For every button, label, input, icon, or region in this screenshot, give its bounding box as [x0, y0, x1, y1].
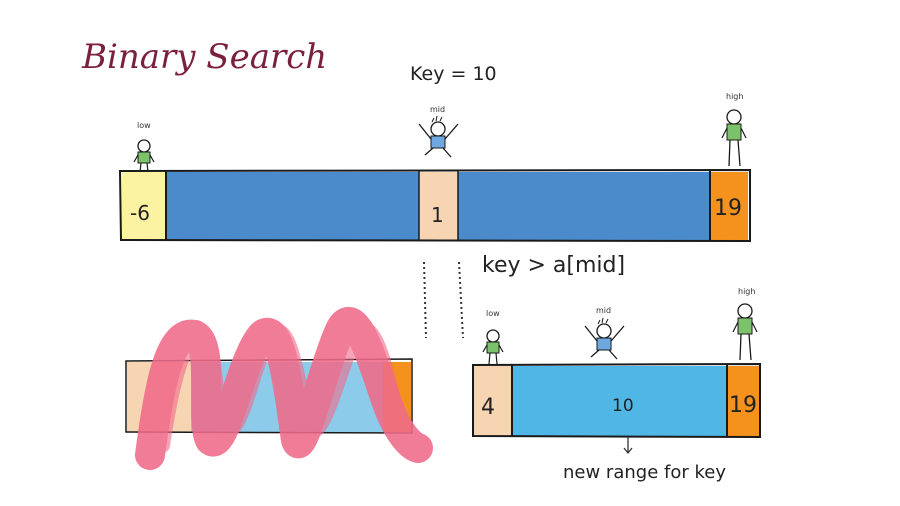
top-low-label: low: [137, 121, 151, 130]
diagram-title: Binary Search: [81, 37, 327, 77]
scribble-cross-out: [135, 306, 433, 470]
key-label: Key = 10: [410, 63, 497, 85]
top-array: -6 1 19: [118, 168, 751, 243]
bottom-low-figure: low: [482, 309, 504, 365]
bottom-array-low-cell: [474, 366, 512, 436]
bottom-array-high-cell: [727, 366, 759, 436]
top-array-right-segment: [458, 172, 710, 240]
top-low-value: -6: [130, 201, 150, 225]
bottom-mid-label: mid: [596, 306, 611, 315]
down-arrow-icon: [623, 437, 633, 455]
top-mid-value: 1: [431, 203, 444, 227]
bottom-mid-figure: mid: [584, 306, 625, 360]
top-array-left-segment: [166, 172, 419, 240]
top-mid-label: mid: [430, 105, 445, 114]
new-range-note: new range for key: [563, 462, 726, 483]
bottom-low-value: 4: [481, 395, 495, 420]
bottom-array-middle-segment: [512, 366, 727, 436]
top-array-low-cell: [122, 172, 166, 240]
bottom-mid-value: 10: [612, 396, 634, 416]
bottom-low-label: low: [486, 309, 500, 318]
top-high-value: 19: [714, 196, 742, 221]
comparison-text: key > a[mid]: [482, 253, 625, 278]
top-mid-figure: mid: [418, 105, 459, 158]
top-array-high-cell: [710, 172, 748, 240]
bottom-high-label: high: [738, 287, 755, 296]
top-high-figure: high: [721, 92, 747, 167]
bottom-high-figure: high: [732, 287, 758, 361]
top-high-label: high: [726, 92, 743, 101]
top-low-figure: low: [133, 121, 155, 173]
right-guide-line: [458, 261, 464, 339]
bottom-array: 4 10 19: [472, 362, 761, 439]
top-array-mid-cell: [419, 172, 458, 240]
left-guide-line: [423, 261, 427, 339]
bottom-high-value: 19: [729, 393, 757, 418]
